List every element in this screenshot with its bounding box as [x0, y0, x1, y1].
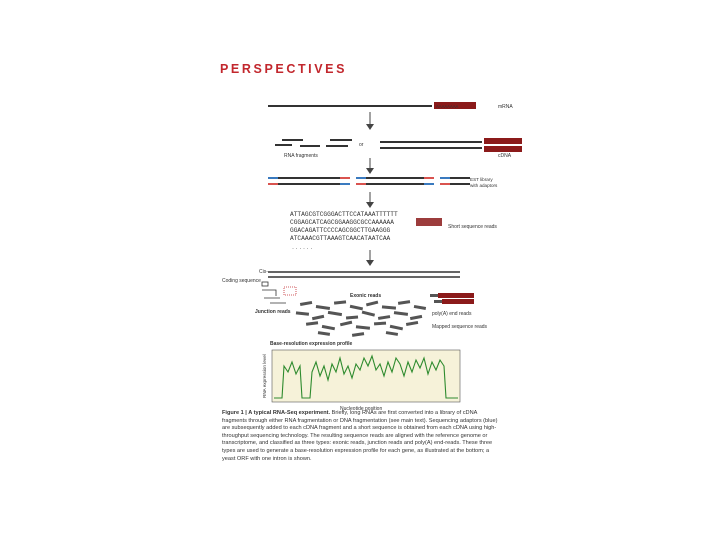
- est-library-label-1: EST library: [470, 177, 493, 182]
- sequence-read: CGGAGCATCAGCGGAAGGCGCCAAAAAA: [290, 219, 394, 226]
- coding-sequence-label-2: Coding sequence: [222, 278, 261, 284]
- or-label: or: [359, 142, 364, 148]
- caption-body: Briefly, long RNAs are first converted i…: [222, 410, 497, 462]
- sequence-read: GGACAGATTCCCCAGCGGCTTGAAGGG: [290, 227, 391, 234]
- mapped-read-cloud: [296, 300, 426, 337]
- mapped-reads-label: Mapped sequence reads: [432, 324, 488, 330]
- est-library-fragments: [268, 178, 470, 184]
- arrow-2-head: [366, 168, 374, 174]
- cdna-label: cDNA: [498, 153, 512, 159]
- sequence-read: ATCAAACGTTAAAGTCAACATAATCAA: [290, 235, 391, 242]
- arrow-4-head: [366, 260, 374, 266]
- read-polya-highlight: [416, 218, 442, 226]
- polya-end-reads: [430, 293, 474, 304]
- arrow-3-head: [366, 202, 374, 208]
- junction-read-marks: [262, 287, 296, 303]
- mrna-label: mRNA: [498, 104, 513, 110]
- mrna-polya-text: AAAAAAAA: [436, 104, 459, 109]
- profile-title: Base-resolution expression profile: [270, 341, 352, 347]
- arrow-1-head: [366, 124, 374, 130]
- short-reads-label: Short sequence reads: [448, 224, 497, 230]
- sequence-read: ATTAGCGTCGGGACTTCCATAAATTTTTT: [290, 211, 398, 218]
- cdna-polya-bottom: [484, 146, 522, 152]
- exonic-reads-label: Exonic reads: [350, 293, 381, 299]
- caption-title: Figure 1 | A typical RNA-Seq experiment.: [222, 410, 330, 416]
- coding-sequence-label-1: Cis-: [259, 269, 268, 275]
- figure-caption: Figure 1 | A typical RNA-Seq experiment.…: [222, 410, 498, 463]
- coding-box: [262, 282, 268, 286]
- polya-end-reads-label: poly(A) end reads: [432, 311, 472, 317]
- est-library-label-2: with adaptors: [470, 183, 498, 188]
- y-axis-label: RNA expression level: [262, 354, 267, 398]
- junction-reads-label: Junction reads: [255, 309, 291, 315]
- sequence-ellipsis: · · · · · ·: [292, 246, 312, 252]
- rna-fragments-label: RNA fragments: [284, 153, 318, 159]
- cdna-polya-top: [484, 138, 522, 144]
